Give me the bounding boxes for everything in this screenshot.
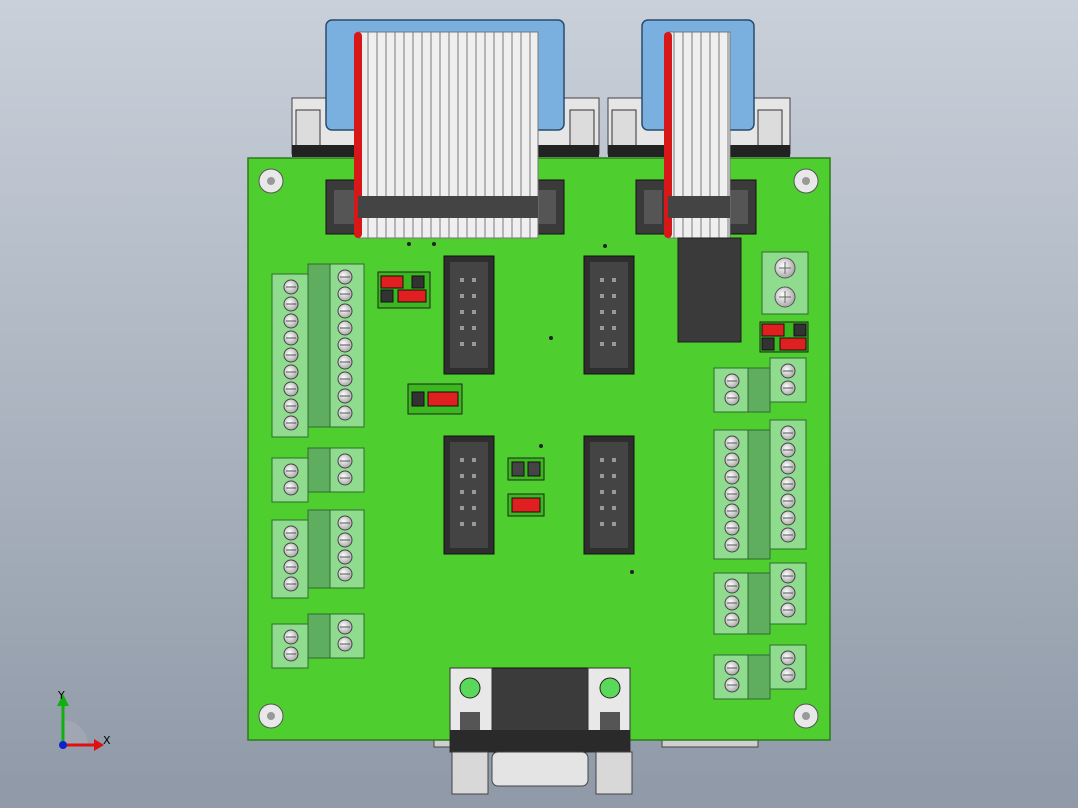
box-header-1[interactable] [443, 255, 495, 375]
terminal-block-right-1[interactable] [713, 357, 807, 413]
terminal-block-left-4[interactable] [271, 613, 365, 669]
ribbon-cable-left[interactable] [354, 31, 539, 239]
mounting-holes [258, 168, 819, 729]
box-header-2[interactable] [583, 255, 635, 375]
jumper-block-4[interactable] [507, 493, 545, 517]
box-header-3[interactable] [443, 435, 495, 555]
jumper-block-5[interactable] [759, 321, 809, 353]
box-header-4[interactable] [583, 435, 635, 555]
terminal-block-right-2[interactable] [713, 419, 807, 560]
db9-connector[interactable] [449, 667, 633, 795]
ribbon-cable-right[interactable] [664, 31, 731, 239]
ic-block [677, 237, 742, 343]
jumper-block-1[interactable] [377, 271, 431, 309]
terminal-block-left-2[interactable] [271, 447, 365, 503]
jumper-block-3[interactable] [507, 457, 545, 481]
coordinate-triad: Y X [57, 689, 111, 751]
terminal-block-right-4[interactable] [713, 644, 807, 700]
x-axis-label: X [103, 734, 111, 747]
y-axis-label: Y [57, 689, 65, 702]
jumper-block-2[interactable] [407, 383, 463, 415]
terminal-block-left-1[interactable] [271, 263, 365, 438]
terminal-block-right-3[interactable] [713, 562, 807, 635]
power-terminal[interactable] [761, 251, 809, 315]
vias [407, 242, 634, 574]
terminal-block-left-3[interactable] [271, 509, 365, 599]
